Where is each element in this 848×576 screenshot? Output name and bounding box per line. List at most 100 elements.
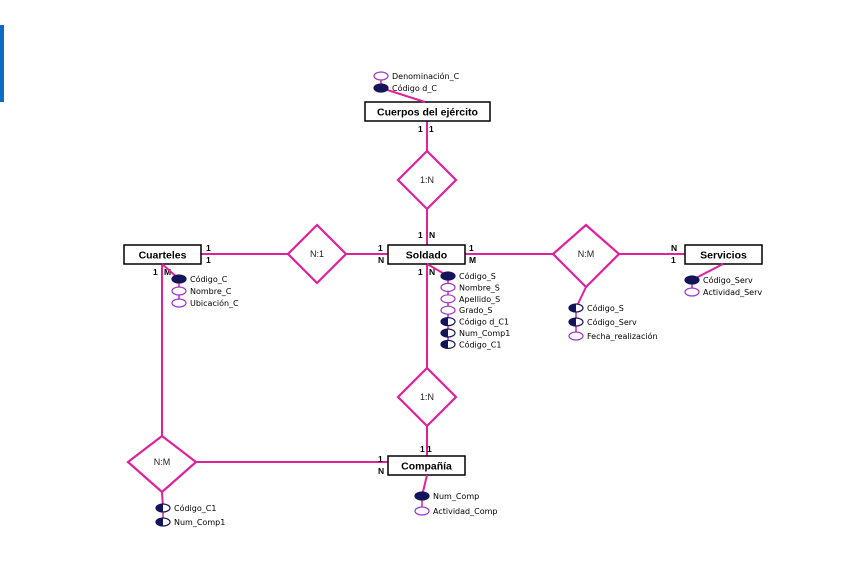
- attribute-icon: [440, 305, 456, 315]
- card-label: 1: [418, 230, 423, 240]
- attribute-label: Num_Comp: [433, 492, 479, 501]
- attribute-item[interactable]: Actividad_Comp: [414, 506, 497, 516]
- attribute-label: Nombre_C: [190, 287, 232, 296]
- card-label: M: [469, 255, 476, 265]
- foreign-key-half-fill: [156, 518, 163, 526]
- card-label: N: [378, 466, 384, 476]
- rel-soldado-compania[interactable]: [396, 366, 458, 428]
- attribute-icon: [568, 331, 584, 341]
- card-label: 1: [418, 124, 423, 134]
- attribute-label: Fecha_realización: [587, 331, 658, 341]
- attribute-item[interactable]: Grado_S: [440, 305, 492, 315]
- accent-bar: [0, 25, 4, 102]
- card-label: 1: [418, 267, 423, 277]
- foreign-key-half-fill: [441, 329, 448, 337]
- rel-cuerpos-soldado[interactable]: [396, 149, 458, 211]
- card-label: 1: [469, 243, 474, 253]
- rel-label-cuarteles-compania: N:M: [154, 457, 171, 467]
- attribute-icon: [414, 506, 430, 516]
- card-label: N: [429, 267, 435, 277]
- attribute-item[interactable]: Código_C1: [155, 503, 216, 513]
- card-label: 1: [420, 444, 425, 454]
- entity-label-soldado: Soldado: [406, 250, 447, 262]
- attribute-label: Código d_C1: [459, 317, 509, 327]
- attribute-label: Actividad_Serv: [703, 288, 762, 297]
- card-label: 1: [427, 444, 432, 454]
- attribute-label: Código_S: [459, 271, 496, 281]
- attribute-item[interactable]: Código_S: [568, 303, 624, 313]
- attribute-item[interactable]: Código_Serv: [568, 317, 637, 327]
- attribute-label: Ubicación_C: [190, 298, 239, 308]
- entity-cuerpos[interactable]: [364, 101, 491, 122]
- card-label: N: [378, 255, 384, 265]
- attribute-item[interactable]: Nombre_C: [171, 286, 232, 296]
- rel-label-cuarteles-soldado: N:1: [310, 249, 324, 259]
- foreign-key-half-fill: [569, 304, 576, 312]
- attribute-item[interactable]: Num_Comp: [414, 491, 479, 501]
- entity-label-servicios: Servicios: [700, 250, 747, 262]
- attribute-item[interactable]: Fecha_realización: [568, 331, 658, 341]
- attribute-icon: [373, 71, 389, 81]
- key-attribute-icon: [440, 271, 456, 281]
- attribute-item[interactable]: Código_C: [171, 274, 228, 284]
- attribute-item[interactable]: Num_Comp1: [155, 517, 225, 527]
- attribute-label: Código_C1: [174, 503, 216, 513]
- rel-label-cuerpos-soldado: 1:N: [420, 175, 434, 185]
- entity-soldado[interactable]: [387, 244, 466, 265]
- attribute-label: Código_S: [587, 303, 624, 313]
- card-label: 1: [378, 243, 383, 253]
- key-attribute-icon: [373, 83, 389, 93]
- attribute-connector: [380, 87, 426, 103]
- attribute-item[interactable]: Apellido_S: [440, 294, 500, 304]
- card-label: 1: [206, 255, 211, 265]
- key-attribute-icon: [684, 275, 700, 285]
- attribute-label: Nombre_S: [459, 283, 500, 292]
- rel-label-soldado-compania: 1:N: [420, 392, 434, 402]
- card-label: M: [164, 267, 171, 277]
- attribute-group-cuerpos: Denominación_C Código d_C: [373, 71, 460, 103]
- attribute-icon: [171, 286, 187, 296]
- attribute-label: Código_C1: [459, 339, 501, 349]
- attribute-icon: [440, 282, 456, 292]
- card-label: 1: [429, 124, 434, 134]
- attribute-label: Denominación_C: [392, 71, 460, 81]
- attribute-item[interactable]: Código_C1: [440, 339, 501, 349]
- foreign-key-half-fill: [156, 504, 163, 512]
- entity-servicios[interactable]: [684, 244, 763, 265]
- attribute-item[interactable]: Código_Serv: [684, 275, 753, 285]
- card-label: 1: [153, 267, 158, 277]
- foreign-key-half-fill: [569, 318, 576, 326]
- attribute-icon: [171, 298, 187, 308]
- key-attribute-icon: [414, 491, 430, 501]
- attribute-label: Actividad_Comp: [433, 507, 497, 516]
- attribute-label: Apellido_S: [459, 295, 500, 304]
- attribute-label: Código_Serv: [703, 275, 753, 285]
- attribute-item[interactable]: Código d_C: [373, 83, 437, 93]
- key-attribute-icon: [171, 274, 187, 284]
- attribute-item[interactable]: Num_Comp1: [440, 328, 510, 338]
- entity-label-cuarteles: Cuarteles: [139, 250, 187, 262]
- attribute-label: Código_Serv: [587, 317, 637, 327]
- attribute-label: Código d_C: [392, 83, 437, 93]
- card-label: N: [429, 230, 435, 240]
- foreign-key-half-fill: [441, 340, 448, 349]
- foreign-key-half-fill: [441, 317, 448, 326]
- rel-cuarteles-soldado[interactable]: [286, 223, 348, 285]
- attribute-item[interactable]: Actividad_Serv: [684, 287, 762, 297]
- attribute-label: Num_Comp1: [459, 329, 510, 338]
- connector-lines: [161, 121, 685, 463]
- attribute-item[interactable]: Código d_C1: [440, 317, 509, 327]
- attribute-item[interactable]: Denominación_C: [373, 71, 460, 81]
- card-label: 1: [378, 454, 383, 464]
- attribute-item[interactable]: Ubicación_C: [171, 298, 239, 308]
- attribute-item[interactable]: Código_S: [440, 271, 496, 281]
- attribute-item[interactable]: Nombre_S: [440, 282, 500, 292]
- attribute-label: Código_C: [190, 274, 228, 284]
- entity-label-cuerpos: Cuerpos del ejército: [377, 107, 478, 119]
- attribute-groups: Denominación_C Código d_C Código_C Nombre_C…: [155, 71, 762, 527]
